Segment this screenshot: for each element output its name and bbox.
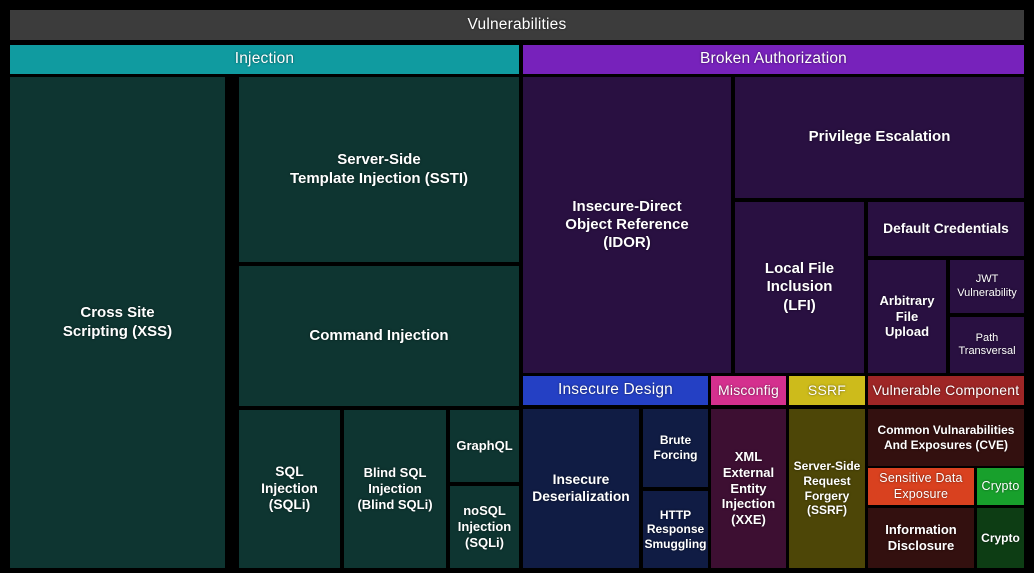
group-header-misconfig-label: Misconfig: [718, 381, 779, 398]
leaf-brute-forcing-label: Brute Forcing: [653, 433, 698, 462]
leaf-cve-label: Common Vulnarabilities And Exposures (CV…: [877, 422, 1015, 452]
leaf-graphql-label: GraphQL: [456, 438, 513, 454]
leaf-jwt-vulnerability[interactable]: JWT Vulnerability: [950, 260, 1024, 313]
leaf-ssti-label: Server-Side Template Injection (SSTI): [289, 151, 469, 187]
leaf-cve[interactable]: Common Vulnarabilities And Exposures (CV…: [868, 409, 1024, 466]
leaf-insecure-deserialization[interactable]: Insecure Deserialization: [523, 409, 639, 568]
group-header-insecure-design-label: Insecure Design: [557, 381, 673, 399]
leaf-xxe[interactable]: XML External Entity Injection (XXE): [711, 409, 786, 568]
leaf-path-transversal[interactable]: Path Transversal: [950, 317, 1024, 373]
group-header-ssrf-label: SSRF: [807, 381, 847, 398]
group-header-crypto-label: Crypto: [981, 478, 1020, 493]
leaf-information-disclosure[interactable]: Information Disclosure: [868, 508, 974, 568]
leaf-crypto[interactable]: Crypto: [977, 508, 1024, 568]
group-header-vulnerable-component-label: Vulnerable Component: [872, 381, 1020, 398]
group-header-insecure-design[interactable]: Insecure Design: [523, 376, 708, 405]
leaf-nosql-injection-label: noSQL Injection (SQLi): [457, 503, 512, 550]
leaf-graphql[interactable]: GraphQL: [450, 410, 519, 482]
leaf-default-credentials[interactable]: Default Credentials: [868, 202, 1024, 256]
group-header-ssrf[interactable]: SSRF: [789, 376, 865, 405]
leaf-nosql-injection[interactable]: noSQL Injection (SQLi): [450, 486, 519, 568]
leaf-default-credentials-label: Default Credentials: [883, 220, 1009, 236]
leaf-local-file-inclusion[interactable]: Local File Inclusion (LFI): [735, 202, 864, 373]
leaf-xxe-label: XML External Entity Injection (XXE): [721, 448, 776, 528]
leaf-sql-injection[interactable]: SQL Injection (SQLi): [239, 410, 340, 568]
leaf-ssrf[interactable]: Server-Side Request Forgery (SSRF): [789, 409, 865, 568]
group-header-broken-authorization[interactable]: Broken Authorization: [523, 45, 1024, 74]
leaf-insecure-deserialization-label: Insecure Deserialization: [532, 471, 630, 504]
group-header-sensitive-data-exposure[interactable]: Sensitive Data Exposure: [868, 468, 974, 505]
leaf-http-response-smuggling[interactable]: HTTP Response Smuggling: [643, 491, 708, 568]
leaf-cross-site-scripting-label: Cross Site Scripting (XSS): [62, 304, 173, 340]
leaf-arbitrary-file-upload[interactable]: Arbitrary File Upload: [868, 260, 946, 373]
leaf-jwt-vulnerability-label: JWT Vulnerability: [957, 273, 1017, 299]
leaf-http-response-smuggling-label: HTTP Response Smuggling: [644, 507, 707, 551]
leaf-command-injection[interactable]: Command Injection: [239, 266, 519, 406]
leaf-brute-forcing[interactable]: Brute Forcing: [643, 409, 708, 487]
leaf-arbitrary-file-upload-label: Arbitrary File Upload: [879, 292, 935, 340]
leaf-path-transversal-label: Path Transversal: [958, 331, 1016, 357]
group-header-crypto[interactable]: Crypto: [977, 468, 1024, 505]
leaf-command-injection-label: Command Injection: [309, 326, 449, 344]
leaf-blind-sql-injection[interactable]: Blind SQL Injection (Blind SQLi): [344, 410, 446, 568]
leaf-privilege-escalation[interactable]: Privilege Escalation: [735, 77, 1024, 198]
leaf-blind-sql-injection-label: Blind SQL Injection (Blind SQLi): [357, 465, 433, 512]
leaf-information-disclosure-label: Information Disclosure: [885, 522, 957, 553]
leaf-privilege-escalation-label: Privilege Escalation: [808, 128, 951, 146]
leaf-crypto-label: Crypto: [981, 530, 1020, 545]
group-header-injection-label: Injection: [234, 50, 295, 68]
leaf-sql-injection-label: SQL Injection (SQLi): [261, 463, 318, 513]
group-header-broken-authorization-label: Broken Authorization: [699, 50, 848, 68]
group-header-misconfig[interactable]: Misconfig: [711, 376, 786, 405]
leaf-idor[interactable]: Insecure-Direct Object Reference (IDOR): [523, 77, 731, 373]
group-header-sensitive-data-exposure-label: Sensitive Data Exposure: [879, 471, 963, 501]
group-header-vulnerable-component[interactable]: Vulnerable Component: [868, 376, 1024, 405]
root-title-label: Vulnerabilities: [467, 15, 567, 33]
leaf-local-file-inclusion-label: Local File Inclusion (LFI): [764, 260, 835, 314]
group-header-injection[interactable]: Injection: [10, 45, 519, 74]
leaf-ssti[interactable]: Server-Side Template Injection (SSTI): [239, 77, 519, 262]
leaf-ssrf-label: Server-Side Request Forgery (SSRF): [793, 459, 861, 518]
leaf-cross-site-scripting[interactable]: Cross Site Scripting (XSS): [10, 77, 225, 568]
leaf-idor-label: Insecure-Direct Object Reference (IDOR): [565, 197, 689, 252]
root-title-bar[interactable]: Vulnerabilities: [10, 10, 1024, 40]
